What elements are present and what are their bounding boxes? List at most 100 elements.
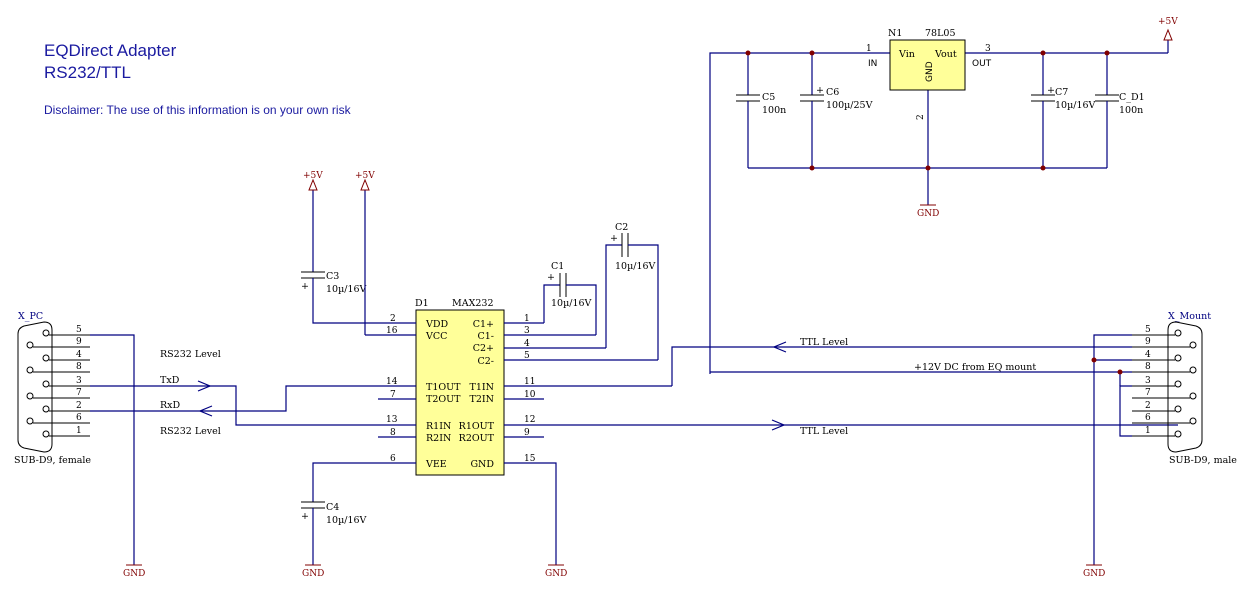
pin-name-r2out: R2OUT [459,433,495,444]
pin-name-r1in: R1IN [426,421,451,432]
vcc-c3-label: +5V [303,171,323,181]
pin-num-10: 10 [524,390,536,400]
pin-num-16: 16 [386,326,398,336]
pin-num-4: 4 [524,339,530,349]
pin-name-r1out: R1OUT [459,421,495,432]
c6-plus: + [816,85,824,96]
pin-socket [26,392,34,400]
title-line-2: RS232/TTL [44,63,131,82]
x-mount-pin-6: 6 [1145,413,1151,423]
gnd-regulator-label: GND [917,209,939,219]
junction-dot [1104,50,1110,56]
x-mount-pin1-wire [1119,385,1132,437]
regulator-vin-label: Vin [898,49,915,60]
gnd-c4-label: GND [302,569,324,579]
pin-num-1: 1 [524,314,530,324]
c1-right-wire [566,284,597,335]
regulator-vout-label: Vout [934,49,957,60]
pin-num-3: 3 [524,326,530,336]
c4-plus: + [301,511,309,522]
c2-right-wire [628,244,659,360]
c1-left-wire [543,284,560,323]
c3-value: 10µ/16V [326,284,367,295]
gnd-x-pc-label: GND [123,569,145,579]
x-mount-pin-7: 7 [1145,388,1151,398]
c1-value: 10µ/16V [551,298,592,309]
gnd-x-mount-label: GND [1083,569,1105,579]
x-pc-pin-9: 9 [76,337,82,347]
vcc-ic-symbol [360,178,370,191]
pin-socket [1174,405,1182,413]
junction-dot [1040,50,1046,56]
pin-num-8: 8 [390,428,396,438]
regulator-part: 78L05 [925,28,956,39]
c2-value: 10µ/16V [615,261,656,272]
c1-ref: C1 [551,261,564,272]
c2-ref: C2 [615,222,628,233]
rs232-level-bottom: RS232 Level [160,426,221,437]
pin-num-7: 7 [390,390,396,400]
c3-ref: C3 [326,271,339,282]
vcc-ic-label: +5V [355,171,375,181]
max232-part: MAX232 [452,298,493,309]
vee-wire [312,462,378,502]
regulator-in-label: IN [868,59,877,69]
pin-socket [1189,417,1197,425]
x-mount-ref: X_Mount [1168,311,1211,322]
pin-num-2: 2 [390,314,396,324]
c7-ref: C7 [1055,87,1068,98]
x-pc-gnd-wire [90,334,135,565]
ic-gnd-wire [504,462,557,565]
x-mount-pin-8: 8 [1145,362,1151,372]
max232-section: D1 MAX232 VDD VCC T1OUT T2OUT R1IN R2IN … [301,171,1178,579]
junction-dot [925,165,931,171]
gnd-ic-label: GND [545,569,567,579]
cd1-ref: C_D1 [1119,92,1145,103]
pin-name-c2plus: C2+ [473,343,494,354]
pin-num-13: 13 [386,415,398,425]
pin-num-5: 5 [524,351,530,361]
x-pc-shell [17,321,53,453]
c3-plus: + [301,281,309,292]
c5-value: 100n [762,105,786,116]
junction-dot [1117,369,1123,375]
x-pc-ref: X_PC [18,311,43,322]
regulator-gnd-label: GND [925,61,935,82]
pin-name-t2out: T2OUT [426,394,461,405]
regulator-body [889,39,966,91]
regulator-section: C5 100n + C6 100µ/25V N1 78L05 Vin Vout … [709,17,1178,374]
c6-value: 100µ/25V [826,100,873,111]
pin-name-t1in: T1IN [470,382,494,393]
regulator-pin-gnd: 2 [916,114,926,120]
pin-name-vee: VEE [425,459,447,470]
regulator-pin-out: 3 [985,44,991,54]
x-mount-pins [1174,329,1197,438]
pin-socket [1174,354,1182,362]
vcc-output-symbol [1163,28,1173,41]
rxd-label: RxD [160,400,181,411]
disclaimer-text: Disclaimer: The use of this information … [44,103,352,117]
vcc-output-label: +5V [1158,17,1178,27]
pin-num-9: 9 [524,428,530,438]
x-mount-type: SUB-D9, male [1169,455,1237,466]
pin-socket [26,366,34,374]
pin-socket [26,341,34,349]
c2-left-wire [605,244,622,348]
pin-num-12: 12 [524,415,535,425]
pin-name-r2in: R2IN [426,433,451,444]
pin-name-gnd: GND [470,459,494,470]
pin-num-11: 11 [524,377,535,387]
x-pc-pin-7: 7 [76,388,82,398]
x-pc-pin-6: 6 [76,413,82,423]
pin-name-t2in: T2IN [470,394,494,405]
x-pc-pin-4: 4 [76,350,82,360]
pin-socket [42,430,50,438]
txd-wire [90,385,378,426]
x-pc-pins [26,329,50,438]
pin-num-15: 15 [524,454,536,464]
c5-ref: C5 [762,92,775,103]
pin-socket [26,417,34,425]
pin-socket [42,380,50,388]
c2-plus: + [610,233,618,244]
